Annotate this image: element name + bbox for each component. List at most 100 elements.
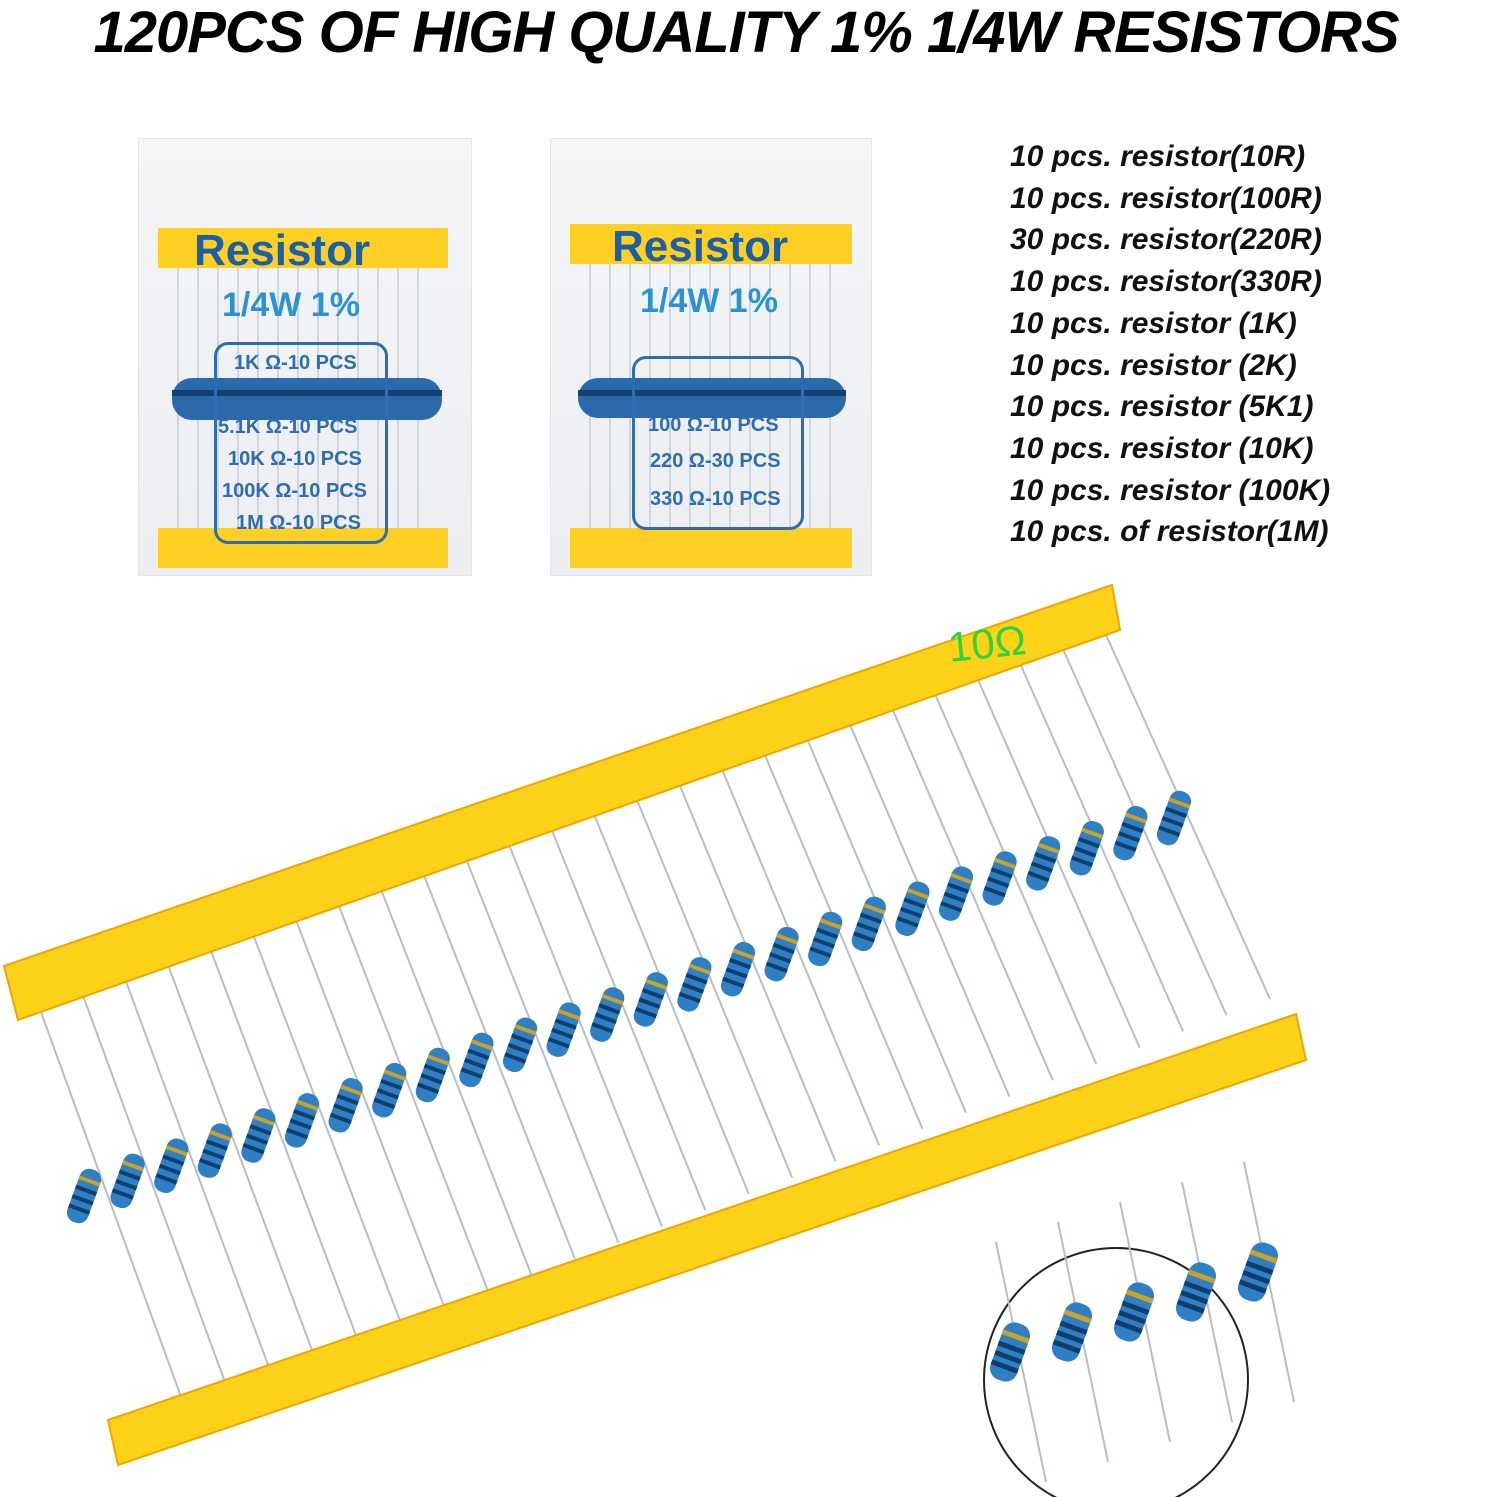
resistor-band [336, 1094, 359, 1106]
resistor-band [1183, 1280, 1212, 1295]
resistor-lead [675, 776, 837, 1162]
bag-1-line: 100K Ω-10 PCS [222, 480, 367, 502]
resistor-band [1242, 1270, 1271, 1285]
resistor-band [1027, 870, 1050, 883]
resistor-band [906, 888, 929, 900]
resistor [677, 957, 712, 1012]
resistor-band [115, 1178, 138, 1191]
resistor-body [1069, 820, 1104, 876]
resistor-band [685, 973, 708, 985]
resistor-band [155, 1173, 178, 1185]
resistor-body [66, 1168, 102, 1224]
resistor-body [502, 1017, 538, 1073]
bag-2-line: 220 Ω-30 PCS [650, 450, 781, 472]
resistor-band [470, 1039, 493, 1051]
resistor-band [1124, 812, 1147, 824]
resistor-band [333, 1103, 356, 1115]
zoom-resistor [1113, 1282, 1155, 1342]
resistor-band [252, 1114, 275, 1127]
resistor-body [851, 896, 886, 952]
resistor-body [938, 866, 974, 921]
resistor-band [1077, 836, 1100, 849]
resistor-band [1114, 840, 1137, 852]
resistor-band [122, 1160, 145, 1172]
resistor-band [812, 937, 835, 949]
tape-top [2, 583, 1122, 1022]
resistor-lead [377, 882, 533, 1276]
resistor [808, 911, 843, 967]
resistor-lead [420, 867, 576, 1260]
resistor-band [340, 1084, 363, 1096]
resistor-band [198, 1158, 222, 1170]
resistor-band [994, 857, 1017, 870]
resistor-band [943, 891, 966, 904]
resistor-band [819, 918, 842, 930]
resistor-lead [249, 928, 403, 1325]
resistor-band [1114, 1319, 1143, 1334]
resistor-band [1081, 827, 1104, 839]
resistor-band [1245, 1260, 1274, 1275]
resistor-band [990, 1359, 1019, 1374]
resistor-band [467, 1048, 490, 1060]
resistor-lead [590, 807, 750, 1195]
resistor [1113, 805, 1148, 861]
zoom-detail [989, 1161, 1295, 1483]
resistor-lead [803, 731, 967, 1114]
resistor-body [110, 1153, 145, 1209]
resistor-band [1118, 1310, 1147, 1325]
bag-2-contents-box [632, 356, 804, 530]
zoom-resistor [1051, 1302, 1093, 1362]
resistor-band [601, 993, 624, 1006]
resistor-body [895, 881, 930, 936]
resistor-band [1187, 1269, 1216, 1284]
resistor-band [678, 991, 701, 1004]
resistor-bag-1: Resistor 1/4W 1% 1K Ω-10 PCS 5.1K Ω-10 P… [138, 138, 472, 576]
resistor-lead [334, 897, 490, 1292]
resistor-band [246, 1133, 269, 1145]
resistor-band [1118, 831, 1141, 843]
resistor-band [859, 912, 882, 924]
tape-bottom [106, 1012, 1308, 1467]
resistor-band [863, 903, 886, 915]
zoom-resistor [1237, 1242, 1279, 1302]
resistor-band [1070, 855, 1094, 868]
resistor-lead [888, 701, 1054, 1081]
resistor-band [1063, 1309, 1092, 1324]
resistor-band [504, 1052, 527, 1064]
resistor-band [641, 988, 664, 1000]
contents-item: 10 pcs. resistor(10R) [1010, 140, 1306, 173]
resistor [284, 1093, 320, 1148]
resistor-band [987, 876, 1010, 888]
resistor-body [546, 1002, 581, 1057]
resistor-band [1176, 1299, 1205, 1314]
resistor [415, 1047, 450, 1103]
bag-1-line: 1M Ω-10 PCS [236, 512, 361, 534]
resistor [459, 1032, 494, 1088]
resistor [328, 1078, 363, 1133]
resistor-band [594, 1012, 617, 1024]
resistor-lead [973, 670, 1141, 1049]
resistor-body [633, 972, 668, 1027]
resistor-body [982, 851, 1017, 906]
resistor-band [1059, 1320, 1088, 1335]
resistor [546, 1002, 581, 1057]
resistor-band [732, 948, 755, 960]
resistor-band [464, 1058, 487, 1070]
strip-value-label: 10Ω [945, 616, 1029, 671]
resistor-band [591, 1022, 614, 1034]
resistor-band [682, 982, 705, 994]
resistor-band [296, 1099, 319, 1112]
resistor [982, 851, 1017, 906]
bag-2-rating: 1/4W 1% [640, 282, 778, 320]
resistor-lead [292, 912, 446, 1308]
resistor [66, 1168, 102, 1224]
resistor-lead [632, 791, 794, 1179]
resistor-band [1168, 797, 1191, 809]
resistor-band [420, 1073, 443, 1085]
resistor-band [71, 1194, 94, 1206]
resistor-body [328, 1078, 363, 1133]
resistor-band [772, 942, 795, 955]
resistor-body [677, 957, 712, 1012]
resistor-band [903, 897, 926, 909]
bag-2-line: 100 Ω-10 PCS [648, 414, 779, 436]
